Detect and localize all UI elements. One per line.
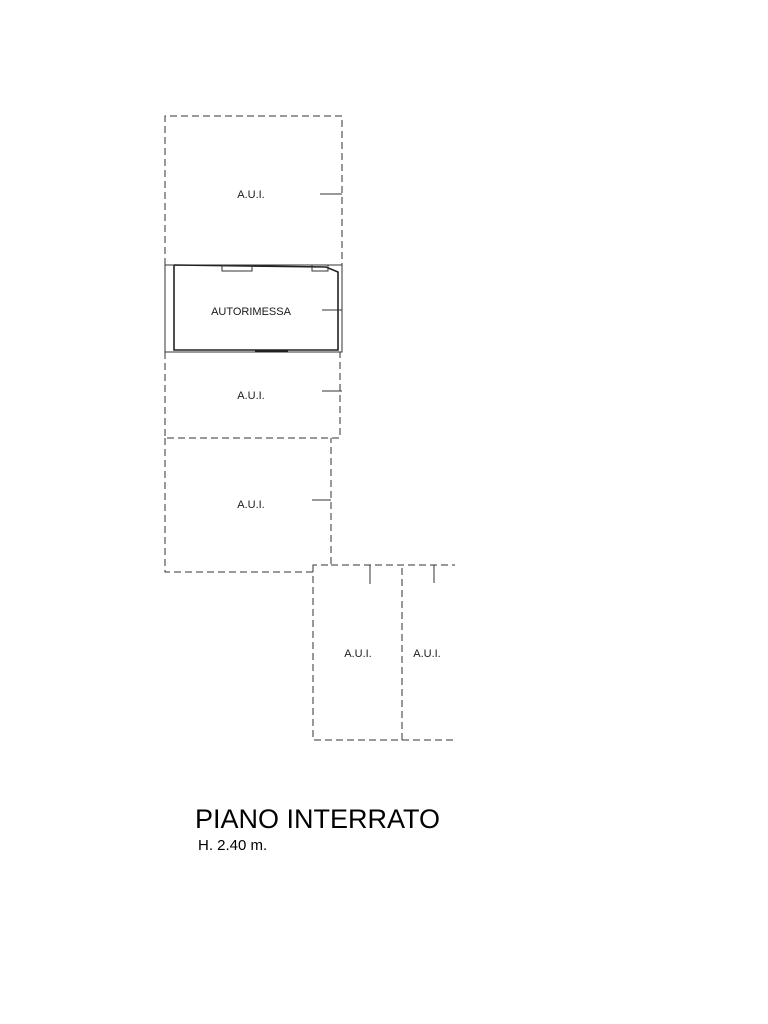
- room-label-aui-top: A.U.I.: [237, 189, 265, 201]
- room-label-autorimessa: AUTORIMESSA: [211, 306, 292, 318]
- room-label-aui-lower: A.U.I.: [237, 499, 265, 511]
- unit-aui-top: A.U.I.: [164, 115, 343, 265]
- plan-height-note: H. 2.40 m.: [198, 837, 267, 854]
- room-label-aui-bottom-left: A.U.I.: [344, 648, 372, 660]
- unit-aui-mid: A.U.I.: [164, 352, 342, 439]
- plan-title: PIANO INTERRATO: [195, 804, 440, 834]
- unit-aui-lower: A.U.I.: [164, 438, 332, 573]
- room-label-aui-bottom-right: A.U.I.: [413, 648, 441, 660]
- room-autorimessa: AUTORIMESSA: [164, 264, 343, 353]
- room-label-aui-mid: A.U.I.: [237, 390, 265, 402]
- unit-aui-bottom-right: A.U.I.: [402, 565, 455, 741]
